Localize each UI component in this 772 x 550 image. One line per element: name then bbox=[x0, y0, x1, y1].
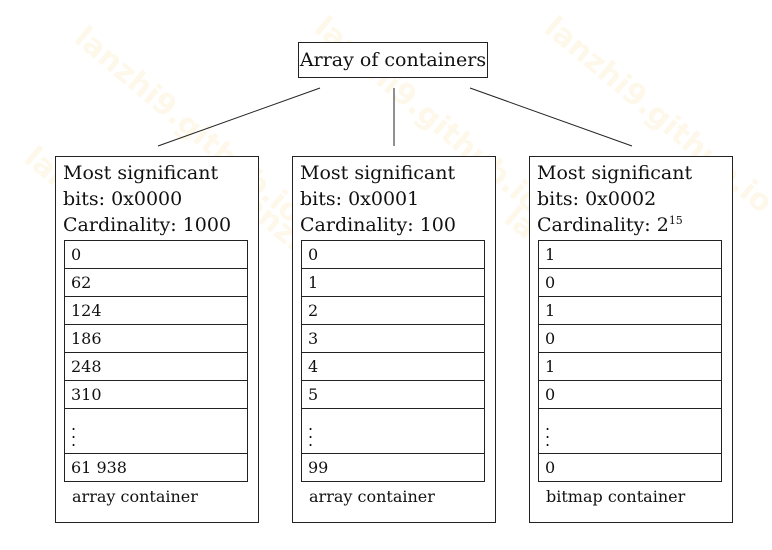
bit-cell: 1 bbox=[538, 240, 722, 269]
header-line-2: bits: 0x0002 bbox=[537, 188, 657, 210]
cardinality-exponent: 15 bbox=[668, 214, 683, 227]
container-type-label: array container bbox=[72, 487, 198, 506]
value-cell: 62 bbox=[64, 268, 248, 297]
header-line-2: bits: 0x0001 bbox=[300, 188, 420, 210]
value-cell: 186 bbox=[64, 324, 248, 353]
value-cell: 310 bbox=[64, 380, 248, 409]
header-line-1: Most significant bbox=[300, 162, 456, 184]
header-line-1: Most significant bbox=[537, 162, 693, 184]
value-list: 0 62 124 186 248 310 ... 61 938 bbox=[64, 240, 248, 482]
connector-line-left bbox=[157, 87, 321, 147]
cardinality-label: Cardinality: 1000 bbox=[63, 214, 232, 236]
ellipsis-cell: ... bbox=[64, 408, 248, 454]
ellipsis-cell: ... bbox=[538, 408, 722, 454]
ellipsis-cell: ... bbox=[301, 408, 485, 454]
value-cell: 2 bbox=[301, 296, 485, 325]
container-box: Most significant bits: 0x0002 Cardinalit… bbox=[529, 156, 733, 523]
bit-cell-last: 0 bbox=[538, 453, 722, 482]
root-array-label: Array of containers bbox=[299, 49, 487, 71]
value-cell: 5 bbox=[301, 380, 485, 409]
header-line-2: bits: 0x0000 bbox=[63, 188, 183, 210]
value-cell: 0 bbox=[64, 240, 248, 269]
value-cell-last: 61 938 bbox=[64, 453, 248, 482]
container-type-label: array container bbox=[309, 487, 435, 506]
container-header: Most significant bits: 0x0001 Cardinalit… bbox=[300, 160, 456, 238]
value-cell: 124 bbox=[64, 296, 248, 325]
cardinality-label: Cardinality: 100 bbox=[300, 214, 456, 236]
value-cell: 4 bbox=[301, 352, 485, 381]
container-box: Most significant bits: 0x0000 Cardinalit… bbox=[55, 156, 259, 523]
root-array-box: Array of containers bbox=[298, 42, 488, 78]
value-cell: 0 bbox=[301, 240, 485, 269]
value-cell-last: 99 bbox=[301, 453, 485, 482]
value-cell: 1 bbox=[301, 268, 485, 297]
value-cell: 248 bbox=[64, 352, 248, 381]
container-box: Most significant bits: 0x0001 Cardinalit… bbox=[292, 156, 496, 523]
bit-cell: 1 bbox=[538, 296, 722, 325]
bit-cell: 0 bbox=[538, 268, 722, 297]
cardinality-label: Cardinality: 2 bbox=[537, 214, 669, 236]
value-cell: 3 bbox=[301, 324, 485, 353]
container-header: Most significant bits: 0x0000 Cardinalit… bbox=[63, 160, 231, 238]
cardinality-line: Cardinality: 215 bbox=[537, 212, 692, 238]
container-header: Most significant bits: 0x0002 Cardinalit… bbox=[537, 160, 692, 238]
container-type-label: bitmap container bbox=[546, 487, 686, 506]
header-line-1: Most significant bbox=[63, 162, 219, 184]
bit-cell: 0 bbox=[538, 324, 722, 353]
connector-line-right bbox=[469, 87, 633, 147]
bit-cell: 1 bbox=[538, 352, 722, 381]
bit-cell: 0 bbox=[538, 380, 722, 409]
value-list: 1 0 1 0 1 0 ... 0 bbox=[538, 240, 722, 482]
value-list: 0 1 2 3 4 5 ... 99 bbox=[301, 240, 485, 482]
